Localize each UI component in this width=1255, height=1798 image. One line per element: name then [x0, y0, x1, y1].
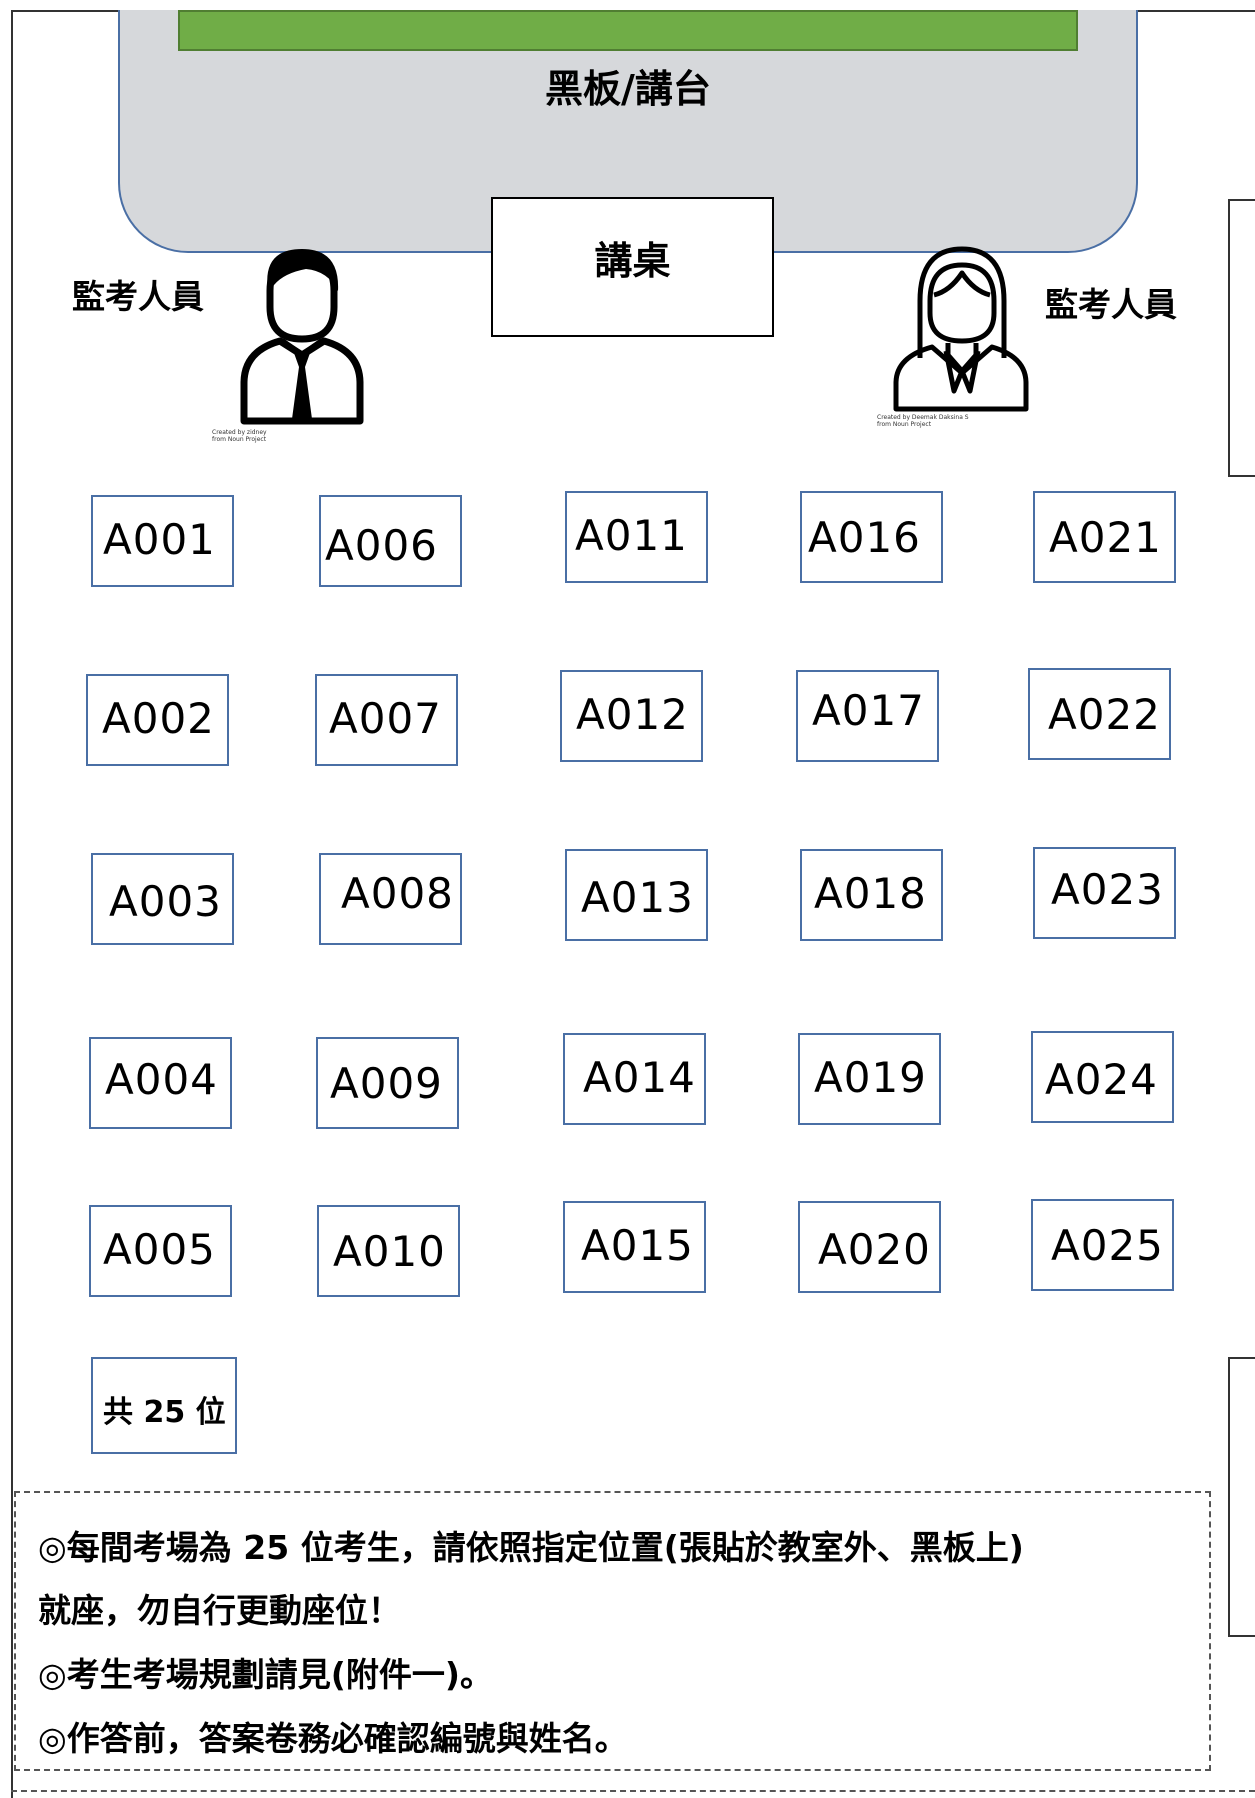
seat: A020 — [798, 1201, 941, 1293]
seat: A006 — [319, 495, 462, 587]
seat: A008 — [319, 853, 462, 945]
seat-label: A021 — [1049, 513, 1162, 562]
lectern-label: 講桌 — [594, 239, 671, 283]
seat: A013 — [565, 849, 708, 941]
seat-label: A003 — [109, 877, 222, 926]
seat: A023 — [1033, 847, 1176, 939]
seat-label: A008 — [341, 869, 454, 918]
seat: A011 — [565, 491, 708, 583]
seat-label: A019 — [814, 1053, 927, 1102]
seat-label: A017 — [812, 686, 925, 735]
seat-label: A005 — [103, 1225, 216, 1274]
seat-label: A015 — [581, 1221, 694, 1270]
total-seats-box: 共 25 位 — [91, 1357, 237, 1454]
seat: A014 — [563, 1033, 706, 1125]
seat: A018 — [800, 849, 943, 941]
seat-label: A018 — [814, 869, 927, 918]
seat-label: A022 — [1048, 690, 1161, 739]
female-proctor-icon — [893, 246, 1029, 412]
seat: A002 — [86, 674, 229, 766]
seat-label: A006 — [325, 521, 438, 570]
seat-label: A014 — [583, 1053, 696, 1102]
proctor-left-label: 監考人員 — [72, 277, 204, 316]
seat: A024 — [1031, 1031, 1174, 1123]
seat-label: A011 — [575, 511, 688, 560]
seat-label: A001 — [103, 515, 216, 564]
seat: A025 — [1031, 1199, 1174, 1291]
seat: A004 — [89, 1037, 232, 1129]
seat-label: A004 — [105, 1055, 218, 1104]
seat-label: A007 — [329, 694, 442, 743]
seat: A001 — [91, 495, 234, 587]
seat-label: A016 — [808, 513, 921, 562]
blackboard-label: 黑板/講台 — [545, 67, 711, 111]
seat-label: A002 — [102, 694, 215, 743]
seat: A017 — [796, 670, 939, 762]
note-line: ◎作答前，答案卷務必確認編號與姓名。 — [38, 1719, 628, 1758]
seat: A003 — [91, 853, 234, 945]
total-seats-label: 共 25 位 — [103, 1395, 226, 1430]
seat-label: A012 — [576, 690, 689, 739]
note-line: ◎考生考場規劃請見(附件一)。 — [38, 1655, 493, 1694]
seat: A009 — [316, 1037, 459, 1129]
seat-label: A009 — [330, 1059, 443, 1108]
seat-label: A010 — [333, 1227, 446, 1276]
seat: A016 — [800, 491, 943, 583]
proctor-right-label: 監考人員 — [1045, 285, 1177, 324]
seat: A012 — [560, 670, 703, 762]
note-line: 就座，勿自行更動座位！ — [38, 1591, 401, 1630]
seat-label: A013 — [581, 873, 694, 922]
seat: A022 — [1028, 668, 1171, 760]
seat-label: A020 — [818, 1225, 931, 1274]
lectern — [491, 197, 774, 337]
seat: A019 — [798, 1033, 941, 1125]
seat: A010 — [317, 1205, 460, 1297]
side-bracket-bottom — [1228, 1357, 1255, 1637]
seat-label: A024 — [1045, 1055, 1158, 1104]
classroom-bottom-edge — [11, 1790, 1255, 1792]
blackboard — [178, 10, 1078, 51]
notes-box: ◎每間考場為 25 位考生，請依照指定位置(張貼於教室外、黑板上) 就座，勿自行… — [14, 1491, 1211, 1771]
side-bracket-top — [1228, 199, 1255, 477]
seat-label: A023 — [1051, 865, 1164, 914]
seat: A021 — [1033, 491, 1176, 583]
note-line: ◎每間考場為 25 位考生，請依照指定位置(張貼於教室外、黑板上) — [38, 1528, 1024, 1567]
seat-label: A025 — [1051, 1221, 1164, 1270]
seat: A007 — [315, 674, 458, 766]
male-proctor-icon — [240, 249, 364, 425]
seat: A005 — [89, 1205, 232, 1297]
seat: A015 — [563, 1201, 706, 1293]
